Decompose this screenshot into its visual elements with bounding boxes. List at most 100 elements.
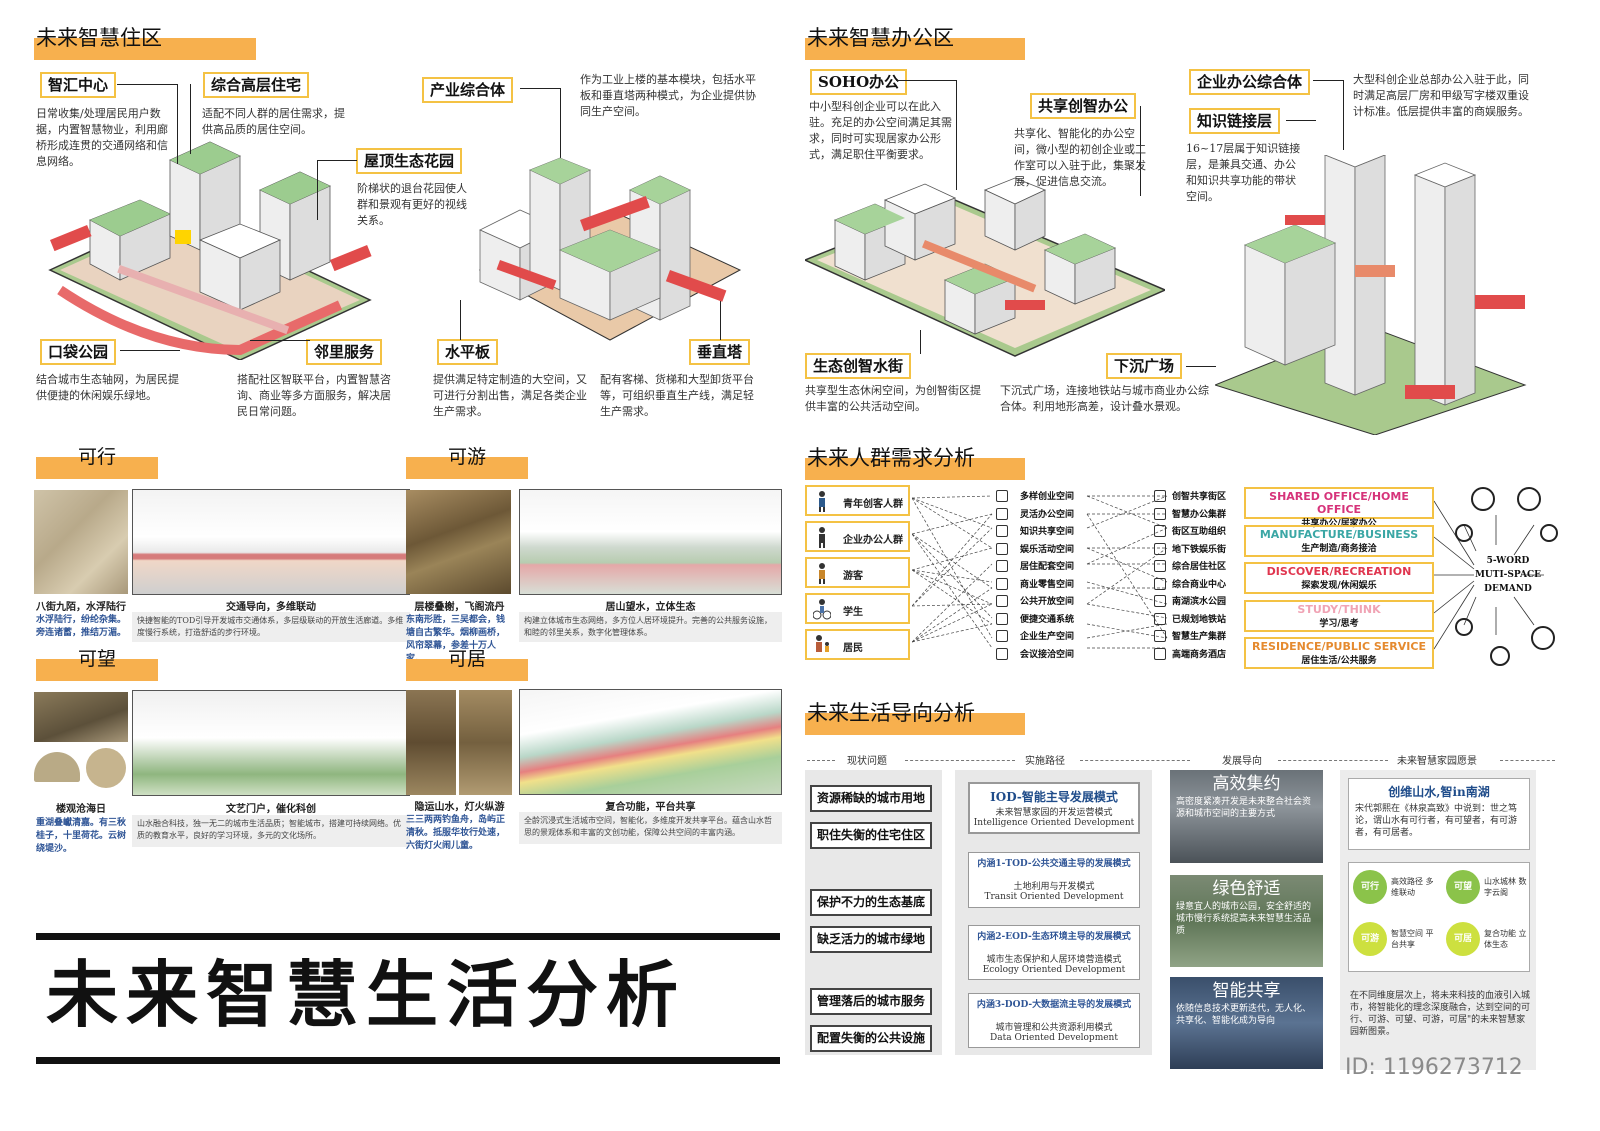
kexing-title: 可行 bbox=[36, 448, 158, 479]
issue-land: 资源稀缺的城市用地 bbox=[810, 785, 932, 812]
keyou-caption-left: 层楼叠榭，飞阁流丹 bbox=[414, 602, 505, 613]
text-shared-office: 共享化、智能化的办公空间，微小型的初创企业或工作室可以入驻于此，集聚发展，促进信… bbox=[1014, 127, 1146, 188]
tag-horizontal-slab: 水平板 bbox=[437, 339, 499, 365]
person-icon bbox=[819, 491, 825, 512]
demand-en: MANUFACTURE/BUSINESS bbox=[1259, 527, 1419, 541]
title-rule-bottom bbox=[36, 1057, 780, 1064]
col-head-vision: 未来智慧家园愿景 bbox=[1397, 756, 1477, 767]
space-icon bbox=[1154, 525, 1166, 537]
keyou-caption-right: 居山望水，立体生态 bbox=[605, 602, 696, 613]
keju-painting-2 bbox=[459, 690, 512, 795]
kewang-poem: 重湖叠巘清嘉。有三秋桂子，十里荷花。云树绕堤沙。 bbox=[36, 818, 127, 854]
crowd-tourist: 游客 bbox=[805, 557, 910, 588]
demand-cn: 学习/思考 bbox=[1319, 618, 1359, 629]
space-icon bbox=[996, 577, 1008, 590]
tag-vertical-tower: 垂直塔 bbox=[689, 339, 751, 365]
bicycle-icon bbox=[813, 599, 831, 620]
demand-en: SHARED OFFICE/HOME OFFICE bbox=[1269, 490, 1409, 516]
col-head-issues: 现状问题 bbox=[847, 756, 887, 767]
keju-title: 可居 bbox=[406, 650, 528, 681]
photo-smart: 智能共享依随信息技术更新迭代，无人化、共享化、智能化成为导向 bbox=[1170, 977, 1323, 1069]
issue-greenspace: 缺乏活力的城市绿地 bbox=[810, 926, 932, 953]
issue-facilities: 配置失衡的公共设施 bbox=[810, 1025, 932, 1052]
watermark-id: ID: 1196273712 bbox=[1345, 1055, 1523, 1080]
demand-en: STUDY/THINK bbox=[1297, 602, 1381, 616]
vision-badge-1: 可望 bbox=[1446, 870, 1480, 904]
keyou-desc: 构建立体城市生态网络，多方位人居环境提升。完善的公共服务设施，和睦的邻里关系，数… bbox=[519, 612, 782, 642]
compass-icon bbox=[1540, 524, 1558, 542]
keju-render bbox=[519, 689, 782, 795]
keju-painting-1 bbox=[406, 690, 456, 795]
vision-badge-3: 可居 bbox=[1446, 922, 1480, 956]
space-icon bbox=[996, 647, 1008, 660]
kewang-caption-left: 楼观沧海日 bbox=[56, 804, 106, 815]
kewang-caption-right: 文艺门户，催化科创 bbox=[226, 804, 316, 815]
space-left-item-2: 知识共享空间 bbox=[1020, 527, 1075, 537]
keju-desc: 全龄沉浸式生活城市空间，智能化，多维度开发共享平台。蕴含山水哲思的景观体系和丰富… bbox=[519, 812, 782, 844]
col-head-path: 实施路径 bbox=[1025, 756, 1065, 767]
space-left-item-9: 会议接洽空间 bbox=[1020, 649, 1075, 660]
space-right-item-2: 街区互助组织 bbox=[1172, 527, 1227, 537]
text-sunken-plaza: 下沉式广场，连接地铁站与城市商业办公综合体。利用地形高差，设计叠水景观。 bbox=[1000, 384, 1209, 413]
space-right-item-5: 综合商业中心 bbox=[1172, 579, 1227, 590]
text-roof-garden: 阶梯状的退台花园使人群和景观有更好的视线关系。 bbox=[357, 182, 467, 227]
wifi-icon bbox=[1455, 524, 1473, 542]
iod-box: IOD-智能主导发展模式 未来智慧家园的开发运营模式 Intelligence … bbox=[968, 782, 1140, 834]
kewang-round-painting bbox=[86, 748, 126, 788]
space-icon bbox=[1154, 577, 1166, 590]
palette-icon bbox=[1517, 487, 1541, 511]
vision-item-text-0: 高效路径 多维联动 bbox=[1391, 877, 1434, 897]
space-left-item-0: 多样创业空间 bbox=[1020, 492, 1075, 502]
space-right-item-7: 已规划地铁站 bbox=[1172, 614, 1227, 625]
space-icon bbox=[1154, 507, 1166, 520]
space-icon bbox=[996, 630, 1008, 642]
microscope-icon bbox=[1455, 618, 1473, 636]
kexing-painting bbox=[34, 490, 128, 594]
demand-en: RESIDENCE/PUBLIC SERVICE bbox=[1252, 640, 1426, 653]
kewang-fan-painting bbox=[34, 752, 80, 782]
keyou-render bbox=[519, 489, 782, 595]
demand-cn: 生产制造/商务接洽 bbox=[1301, 543, 1377, 554]
keju-caption-right: 复合功能，平台共享 bbox=[605, 802, 696, 813]
space-icon bbox=[996, 542, 1008, 555]
text-soho: 中小型科创企业可以在此入驻。充足的办公空间满足其需求，同时可实现居家办公形式，满… bbox=[809, 100, 952, 161]
crowd-student: 学生 bbox=[805, 593, 910, 624]
space-left-item-8: 企业生产空间 bbox=[1020, 632, 1075, 642]
residential-title: 未来智慧住区 bbox=[34, 28, 256, 60]
space-left-item-4: 居住配套空间 bbox=[1020, 562, 1075, 572]
kexing-render bbox=[132, 489, 410, 595]
kewang-desc: 山水融合科技，独一无二的城市生活品质；智能城市，搭建可持续网络。优质的教育水平，… bbox=[132, 815, 410, 847]
tag-soho-office: SOHO办公 bbox=[810, 69, 908, 95]
vision-item-text-3: 复合功能 立体生态 bbox=[1484, 929, 1527, 949]
space-icon bbox=[1154, 630, 1166, 642]
space-right-item-8: 智慧生产集群 bbox=[1172, 632, 1227, 642]
tod-box: 内涵1-TOD-公共交通主导的发展模式 土地利用与开发模式 Transit Or… bbox=[968, 852, 1140, 908]
text-horizontal-slab: 提供满足特定制造的大空间，又可进行分割出售，满足各类企业生产需求。 bbox=[433, 373, 587, 418]
issue-service: 管理落后的城市服务 bbox=[810, 988, 932, 1015]
keyou-painting bbox=[406, 490, 511, 594]
issue-housing: 职住失衡的住宅住区 bbox=[810, 822, 932, 849]
dod-box: 内涵3-DOD-大数据流主导的发展模式 城市管理和公共资源利用模式 Data O… bbox=[968, 993, 1140, 1048]
demand-network-lines bbox=[912, 495, 1168, 649]
kexing-caption-right: 交通导向，多维联动 bbox=[226, 602, 316, 613]
space-icon bbox=[996, 490, 1008, 502]
space-left-item-7: 便捷交通系统 bbox=[1020, 614, 1075, 625]
space-left-item-1: 灵活办公空间 bbox=[1020, 509, 1075, 520]
text-high-rise: 适配不同人群的居住需求，提供高品质的居住空间。 bbox=[202, 107, 345, 136]
big-title: 未来智慧生活分析 bbox=[46, 953, 687, 1037]
keyou-title: 可游 bbox=[406, 448, 528, 479]
text-zhihui: 日常收集/处理居民用户数据，内置智慧物业，利用廊桥形成连贯的交通网络和信息网络。 bbox=[36, 107, 168, 168]
keju-poem: 三三两两钓鱼舟，岛屿正清秋。抵服华妆行处速，六街灯火闹儿童。 bbox=[406, 815, 506, 851]
text-eco-street: 共享型生态休闲空间，为创智街区提供丰富的公共活动空间。 bbox=[805, 384, 981, 413]
kexing-caption-left: 八街九陌，水浮陆行 bbox=[36, 602, 126, 613]
kexing-desc: 快捷智能的TOD引导开发城市交通体系，多层级联动的开放生活廊道。多维度慢行系统，… bbox=[132, 612, 410, 642]
space-icon bbox=[1154, 560, 1166, 572]
space-icon bbox=[996, 525, 1008, 537]
space-icon bbox=[996, 560, 1008, 572]
crowd-youth: 青年创客人群 bbox=[805, 485, 910, 516]
vision-item-text-2: 智慧空间 平台共享 bbox=[1391, 929, 1434, 949]
vision-bottom: 在不同维度层次上，将未来科技的血液引入城市，将智能化的理念深度融合，达到空间的可… bbox=[1350, 991, 1531, 1037]
eod-box: 内涵2-EOD-生态环境主导的发展模式 城市生态保护和人居环境营造模式 Ecol… bbox=[968, 925, 1140, 980]
text-neighbor-service: 搭配社区智联平台，内置智慧咨询、商业等多方面服务，解决居民日常问题。 bbox=[237, 373, 391, 418]
